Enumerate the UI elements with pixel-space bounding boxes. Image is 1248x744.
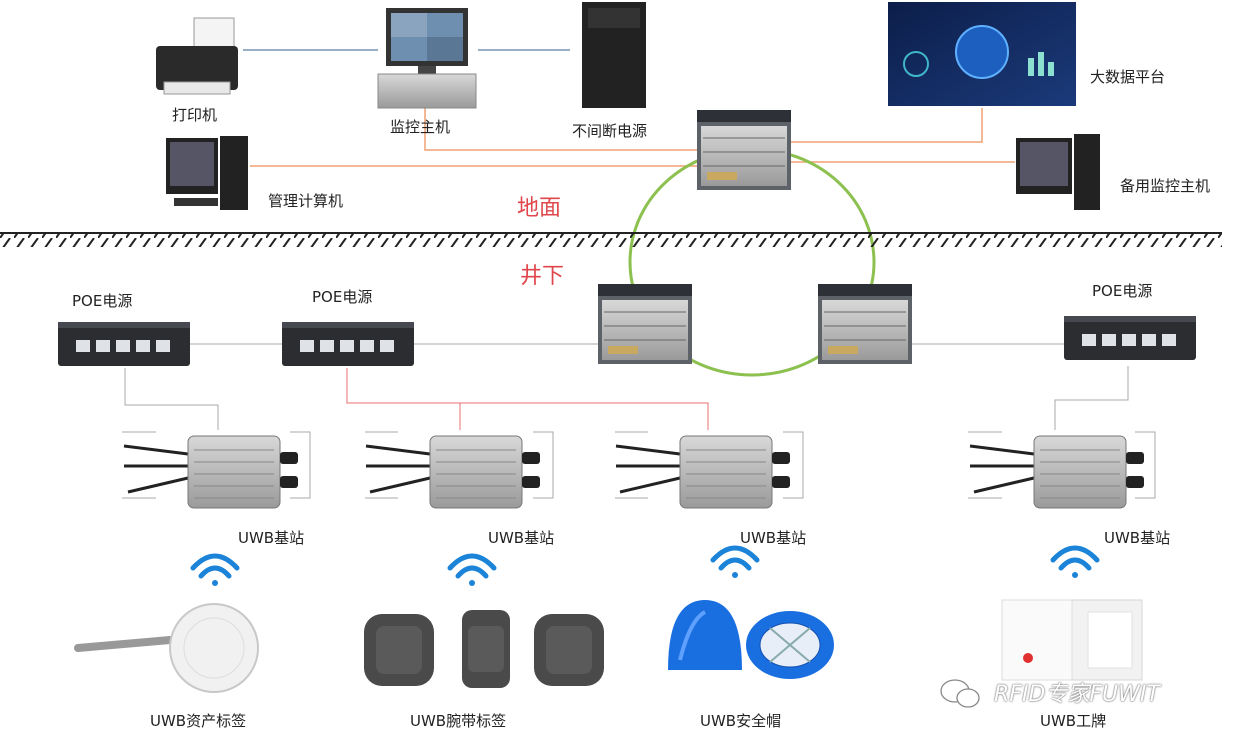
printer-label: 打印机 — [172, 106, 218, 124]
bigdata-screen-icon — [888, 2, 1076, 106]
link-core-bigdata — [790, 108, 983, 143]
work-badge-label: UWB工牌 — [1040, 712, 1107, 730]
ground-hatch — [0, 233, 1222, 247]
link-host-core — [424, 105, 697, 151]
link-poe2-bs — [346, 368, 709, 430]
monitor-host-label: 监控主机 — [390, 118, 451, 136]
link-poe1-bs1 — [124, 368, 219, 430]
poe-label-1: POE电源 — [72, 292, 133, 310]
poe-switch-2 — [282, 322, 414, 366]
ground-zone-label: 地面 — [517, 196, 562, 221]
wristband-tag-label: UWB腕带标签 — [410, 712, 507, 730]
underground-zone-label: 井下 — [520, 264, 565, 289]
helmet-label: UWB安全帽 — [700, 712, 782, 730]
link-poe3-bs4 — [1054, 366, 1129, 430]
base-station-label-2: UWB基站 — [488, 529, 555, 547]
ups-label: 不间断电源 — [572, 122, 648, 140]
ups-icon — [582, 2, 646, 108]
monitor-host-icon — [377, 8, 477, 109]
uwb-asset-tag-icon — [74, 603, 259, 693]
poe-label-2: POE电源 — [312, 288, 373, 306]
base-station-label-3: UWB基站 — [740, 529, 807, 547]
uwb-base-station-2 — [364, 434, 542, 510]
poe-label-3: POE电源 — [1092, 282, 1153, 300]
backup-host-icon — [1016, 134, 1100, 210]
watermark-text: RFID专家FUWIT — [994, 682, 1160, 707]
uwb-base-station-3 — [614, 434, 792, 510]
uwb-wristband-tag-icon — [364, 610, 604, 688]
backup-host-label: 备用监控主机 — [1120, 177, 1211, 195]
uwb-helmet-icon — [668, 600, 834, 679]
printer-icon — [156, 17, 238, 95]
core-switch-right — [817, 283, 913, 365]
wifi-signal-icon — [193, 556, 237, 586]
core-switch-left — [597, 283, 693, 365]
uwb-work-badge-icon — [1001, 599, 1143, 681]
core-switch-top — [696, 109, 792, 191]
uwb-base-station-1 — [122, 434, 300, 510]
wifi-signal-icon — [450, 556, 494, 586]
management-pc-icon — [166, 136, 248, 210]
poe-switch-3 — [1064, 316, 1196, 360]
base-station-label-4: UWB基站 — [1104, 529, 1171, 547]
management-pc-label: 管理计算机 — [268, 192, 344, 210]
wechat-logo-icon — [940, 679, 980, 708]
asset-tag-label: UWB资产标签 — [150, 712, 247, 730]
bigdata-label: 大数据平台 — [1090, 68, 1166, 86]
base-station-label-1: UWB基站 — [238, 529, 305, 547]
wifi-signal-icon — [713, 548, 757, 578]
poe-switch-1 — [58, 322, 190, 366]
uwb-base-station-4 — [968, 434, 1146, 510]
wifi-signal-icon — [1053, 548, 1097, 578]
